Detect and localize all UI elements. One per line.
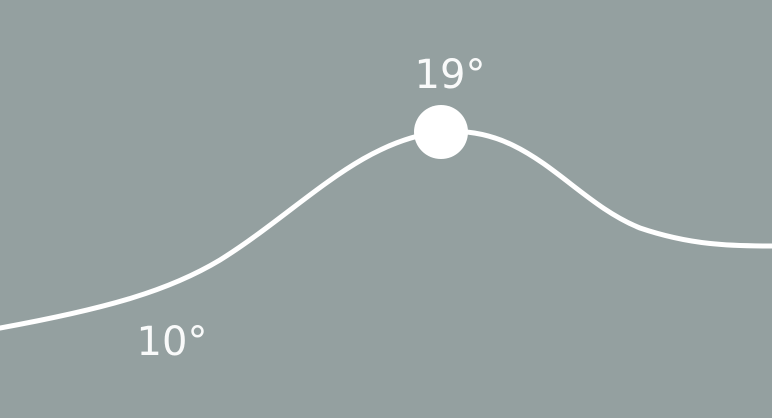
peak-marker [414,105,468,159]
temperature-label-high: 19° [415,52,486,98]
temperature-label-low: 10° [137,319,208,365]
